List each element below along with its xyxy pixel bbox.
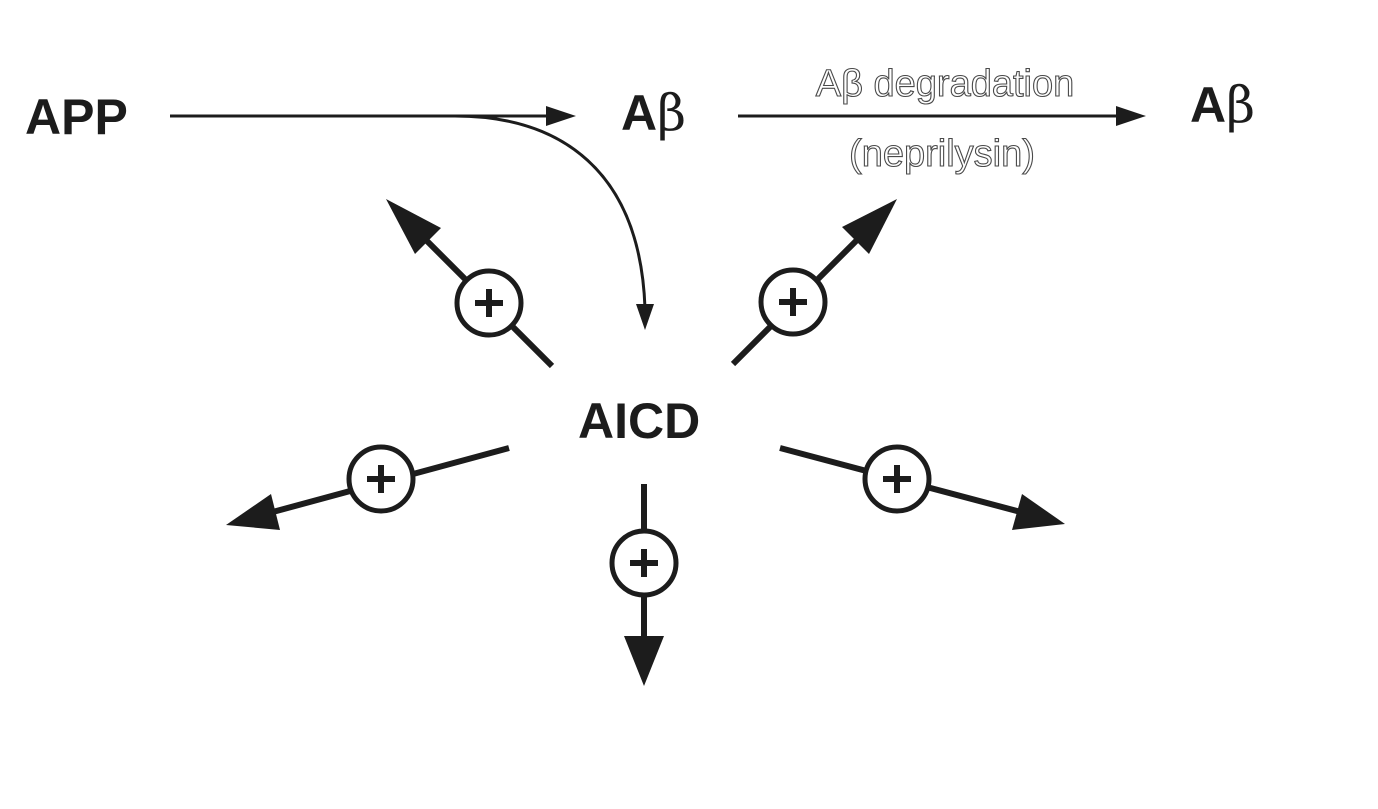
degradation-label: Aβ degradation <box>816 63 1075 105</box>
node-abeta-right: Aβ <box>1190 76 1255 134</box>
node-abeta-right-beta: β <box>1226 76 1255 134</box>
aicd-arrow-down <box>609 484 679 686</box>
node-abeta: Aβ <box>621 84 686 142</box>
node-aicd: AICD <box>578 393 700 449</box>
node-abeta-prefix: A <box>621 85 657 141</box>
edge-app-to-abeta <box>170 106 576 126</box>
aicd-arrow-upper-left <box>386 199 555 369</box>
edge-app-to-aicd <box>454 114 654 330</box>
edge-abeta-degradation <box>738 106 1146 126</box>
node-app: APP <box>25 89 128 145</box>
aicd-arrow-right <box>779 444 1065 530</box>
degradation-enzyme-label: (neprilysin) <box>849 133 1035 175</box>
node-abeta-right-prefix: A <box>1190 77 1226 133</box>
aicd-arrow-upper-right <box>730 199 897 367</box>
node-abeta-beta: β <box>657 84 686 142</box>
aicd-arrow-left <box>226 444 510 530</box>
